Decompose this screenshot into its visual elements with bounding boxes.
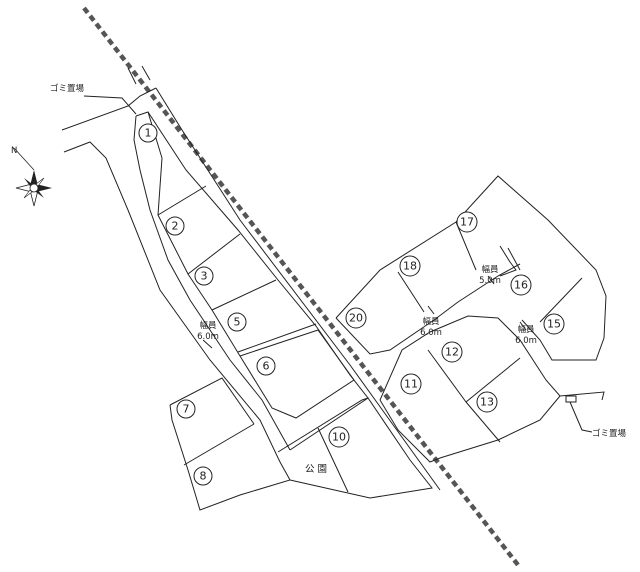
west-block — [63, 111, 369, 511]
svg-text:17: 17 — [460, 216, 474, 229]
svg-text:18: 18 — [403, 260, 417, 273]
park-lot10 — [277, 397, 433, 499]
svg-text:12: 12 — [445, 346, 459, 359]
svg-text:6: 6 — [263, 360, 270, 373]
lot-3: 3 — [194, 266, 214, 286]
lot-17: 17 — [456, 211, 478, 233]
lot-15: 15 — [543, 313, 565, 335]
svg-text:15: 15 — [547, 318, 561, 331]
road-width-upper-label: 幅員 — [481, 264, 499, 275]
lot-2: 2 — [165, 216, 185, 236]
road-width-upper-value: 5.0m — [479, 276, 501, 286]
svg-text:8: 8 — [200, 470, 207, 483]
garbage-area-1-label: ゴミ置場 — [50, 83, 85, 94]
svg-text:10: 10 — [332, 431, 346, 444]
garbage-area-2-label: ゴミ置場 — [592, 428, 627, 439]
svg-text:2: 2 — [172, 220, 179, 233]
garbage-area-2 — [565, 395, 593, 433]
width-markers — [202, 275, 527, 349]
road-width-mid-value: 6.0m — [420, 328, 442, 338]
east-block — [335, 175, 607, 463]
svg-text:7: 7 — [183, 403, 190, 416]
lot-6: 6 — [256, 356, 276, 376]
svg-text:16: 16 — [514, 279, 528, 292]
svg-text:20: 20 — [349, 312, 363, 325]
park-label: 公 園 — [305, 464, 327, 475]
railway-line — [82, 6, 520, 567]
svg-text:11: 11 — [404, 378, 418, 391]
svg-text:1: 1 — [145, 127, 152, 140]
lot-dividers-7-8 — [169, 377, 255, 466]
lot-5: 5 — [227, 312, 247, 332]
svg-text:13: 13 — [480, 396, 494, 409]
road-width-right-value: 6.0m — [515, 336, 537, 346]
lot-7: 7 — [176, 399, 196, 419]
lot-1: 1 — [138, 123, 158, 143]
lot-dividers-east — [397, 221, 583, 443]
compass-north-label: N — [11, 146, 17, 156]
garbage-1-leader — [83, 95, 137, 115]
compass-rose — [13, 147, 52, 207]
lot-dividers-west-strip — [147, 111, 355, 419]
road-width-right-label: 幅員 — [517, 324, 535, 335]
road-width-main-label: 幅員 — [199, 320, 217, 331]
lot-13: 13 — [476, 391, 498, 413]
lot-18: 18 — [399, 255, 421, 277]
lot-20: 20 — [345, 307, 367, 329]
svg-text:5: 5 — [234, 316, 241, 329]
lot-markers: 1 2 3 5 6 7 8 10 11 12 13 15 16 17 18 20 — [138, 123, 565, 486]
lot-8: 8 — [193, 466, 213, 486]
road-width-main-value: 6.0m — [197, 332, 219, 342]
lot-16: 16 — [510, 274, 532, 296]
road-width-mid-label: 幅員 — [422, 316, 440, 327]
lot-11: 11 — [400, 373, 422, 395]
road-boundaries-top — [61, 65, 441, 491]
lot-12: 12 — [441, 341, 463, 363]
svg-text:3: 3 — [201, 270, 208, 283]
lot-10: 10 — [328, 426, 350, 448]
